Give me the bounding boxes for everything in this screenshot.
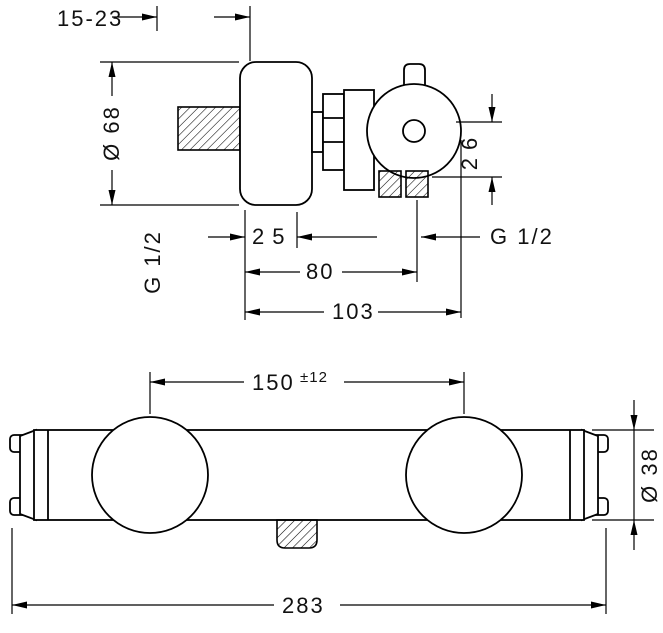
union-nut [322,93,345,171]
front-view: 150 ±12 Ø 38 283 [9,369,662,618]
offset26-label: 26 [457,130,482,170]
outlet-thread-label: G 1/2 [490,224,554,249]
hose-outlet [276,519,318,549]
side-view: 15-23 Ø 68 G 1/2 25 G [57,6,554,324]
connector-neck [311,111,324,153]
depth25-label: 25 [252,224,292,249]
left-escutcheon-front [91,416,209,534]
outlet-port-left [378,170,402,198]
depth80-label: 80 [306,259,334,284]
bar-diameter-label: Ø 38 [637,447,662,503]
handle-center-cap [402,119,426,143]
overall-width-label: 283 [282,593,325,618]
depth103-label: 103 [332,299,375,324]
connection-tolerance-label: ±12 [300,369,328,386]
connection-distance-label: 150 [252,370,295,395]
wall-escutcheon-side [239,61,313,206]
outlet-port-right [405,170,429,198]
right-escutcheon-front [405,416,523,534]
escutcheon-diameter-label: Ø 68 [99,105,124,161]
threaded-inlet-nipple [177,106,241,151]
inlet-thread-label: G 1/2 [140,230,165,294]
wall-distance-label: 15-23 [57,6,123,31]
